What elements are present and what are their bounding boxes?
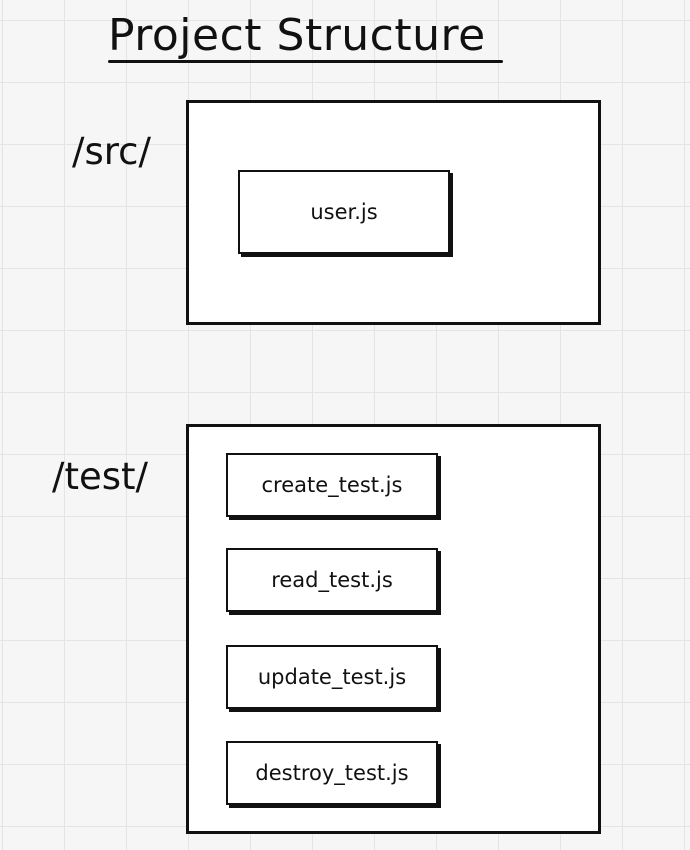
file-box-read-test-js: read_test.js <box>226 548 438 612</box>
title-underline <box>108 60 503 63</box>
file-box-user-js: user.js <box>238 170 450 254</box>
file-box-update-test-js: update_test.js <box>226 645 438 709</box>
folder-box-src: user.js <box>186 100 601 325</box>
folder-box-test: create_test.js read_test.js update_test.… <box>186 424 601 834</box>
folder-label-src: /src/ <box>72 130 151 173</box>
folder-label-test: /test/ <box>52 455 148 498</box>
file-box-create-test-js: create_test.js <box>226 453 438 517</box>
diagram-title: Project Structure <box>108 10 486 61</box>
file-box-destroy-test-js: destroy_test.js <box>226 741 438 805</box>
